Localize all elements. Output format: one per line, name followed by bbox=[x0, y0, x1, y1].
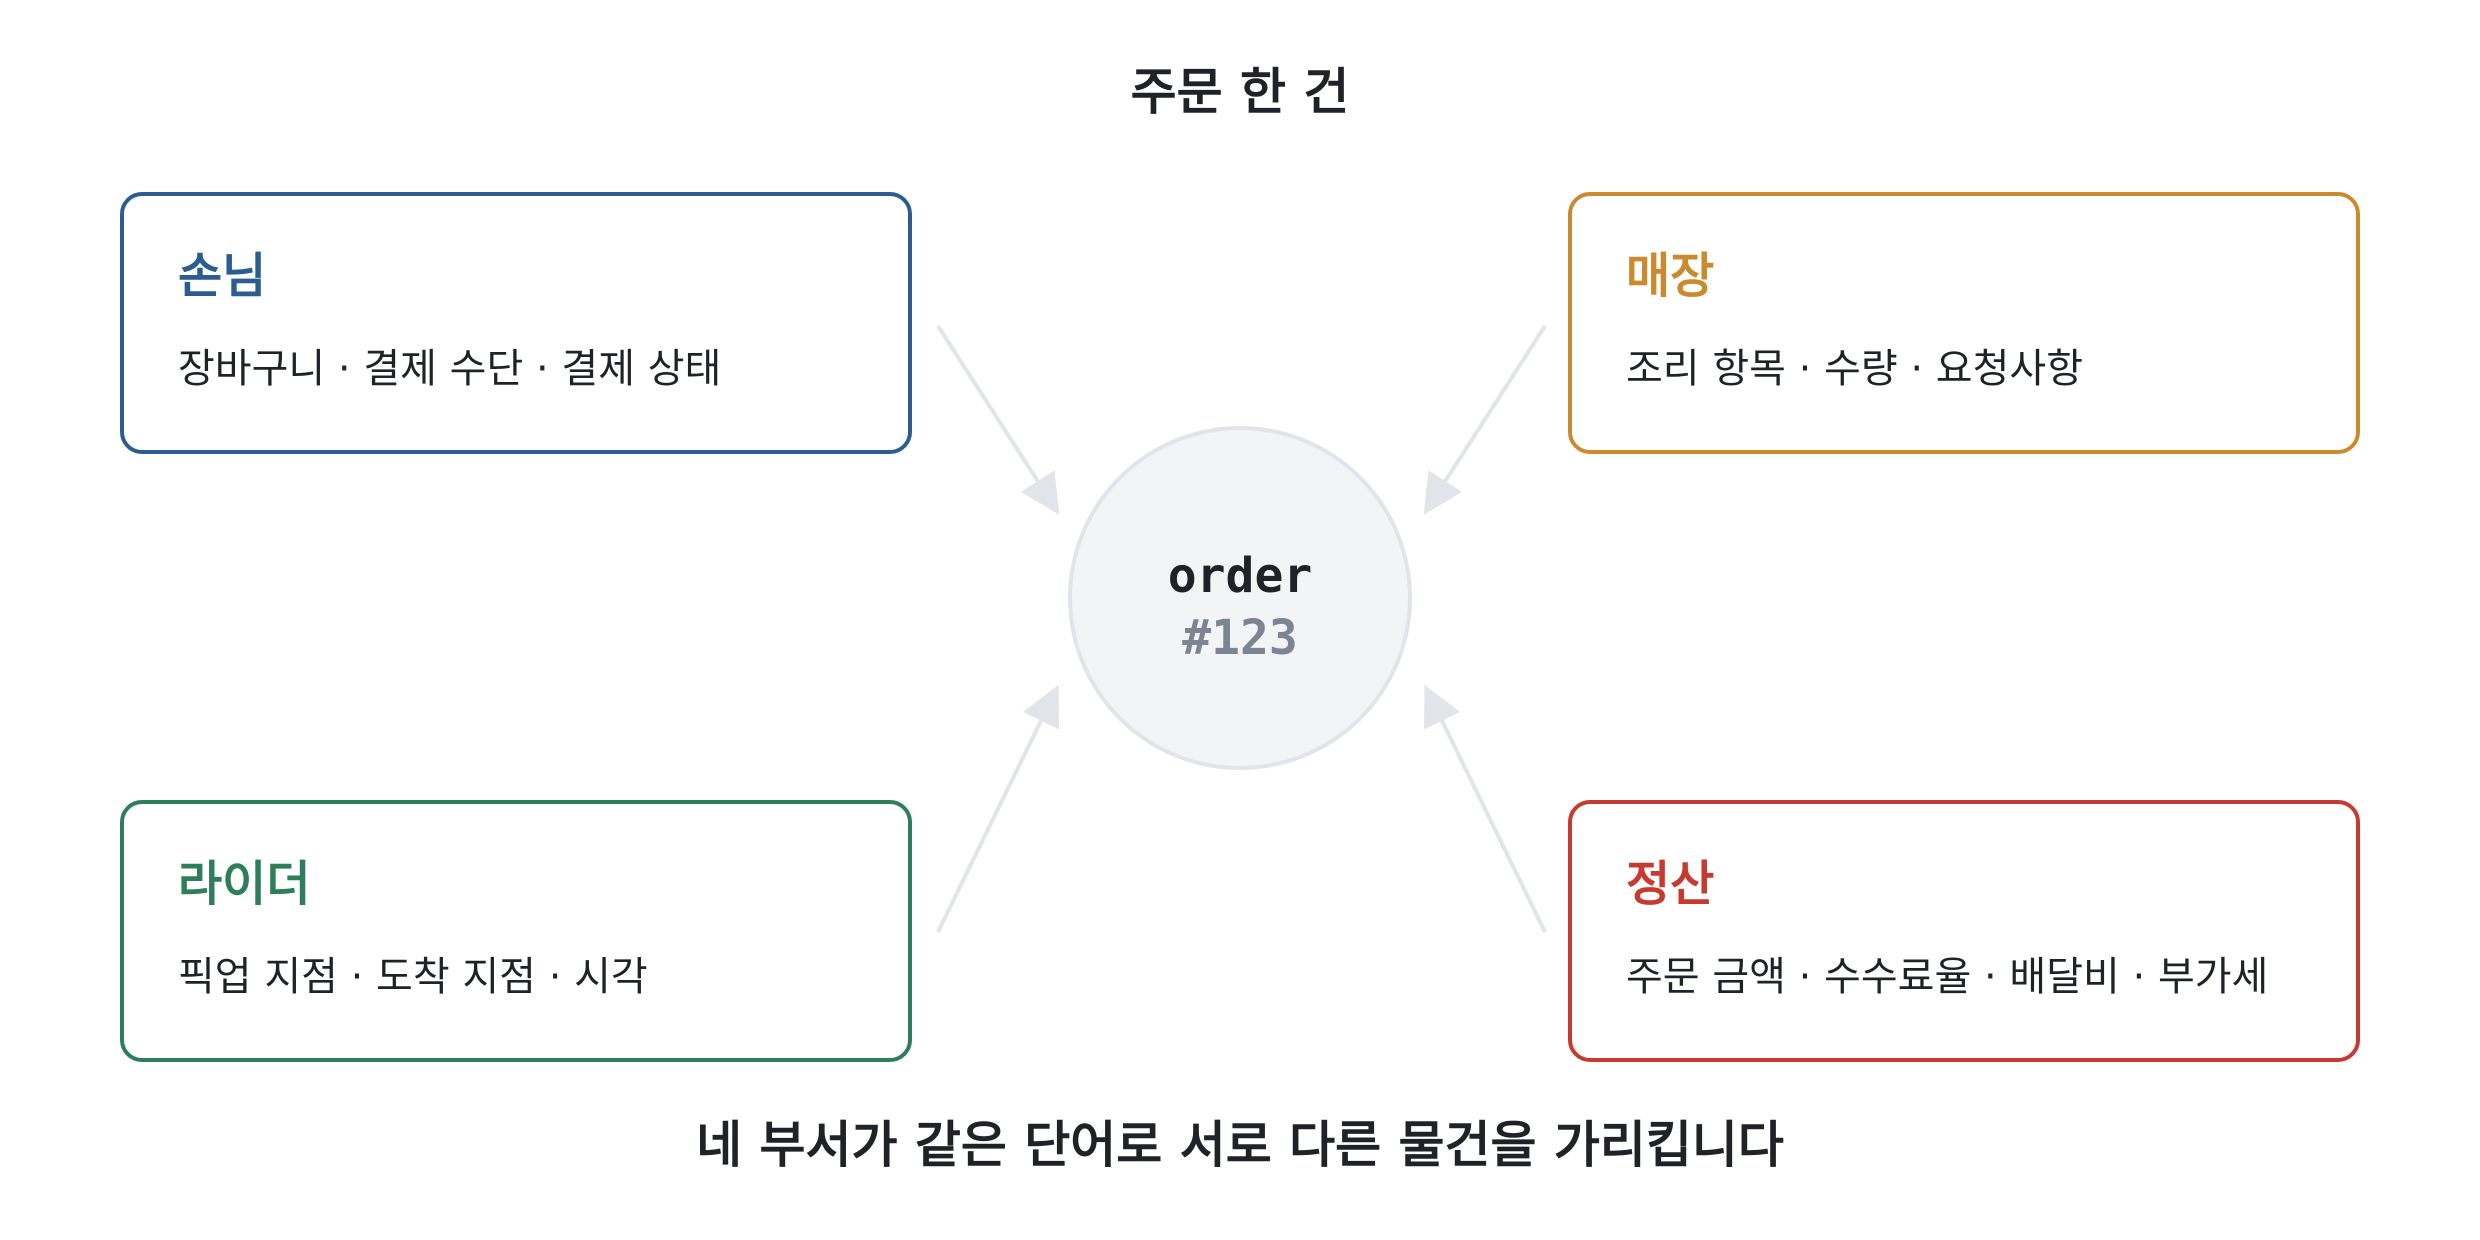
card-rider-fields: 픽업 지점 · 도착 지점 · 시각 bbox=[178, 954, 648, 1000]
card-settlement: 정산 주문 금액 · 수수료율 · 배달비 · 부가세 bbox=[1568, 800, 2360, 1062]
card-rider: 라이더 픽업 지점 · 도착 지점 · 시각 bbox=[120, 800, 912, 1062]
card-rider-title: 라이더 bbox=[178, 856, 311, 912]
card-store-title: 매장 bbox=[1626, 248, 1715, 304]
card-settlement-title: 정산 bbox=[1626, 856, 1715, 912]
diagram-title: 주문 한 건 bbox=[1130, 63, 1350, 121]
arrow-rider-to-order bbox=[936, 684, 1059, 933]
arrow-store-to-order bbox=[1423, 324, 1547, 515]
card-store: 매장 조리 항목 · 수량 · 요청사항 bbox=[1568, 192, 2360, 454]
order-hub: order #123 bbox=[1068, 426, 1412, 770]
card-settlement-fields: 주문 금액 · 수수료율 · 배달비 · 부가세 bbox=[1626, 954, 2269, 1000]
card-customer: 손님 장바구니 · 결제 수단 · 결제 상태 bbox=[120, 192, 912, 454]
diagram-caption: 네 부서가 같은 단어로 서로 다른 물건을 가리킵니다 bbox=[696, 1116, 1784, 1174]
arrow-customer-to-order bbox=[936, 324, 1060, 515]
order-hub-label: order bbox=[1167, 548, 1313, 604]
arrow-settlement-to-order bbox=[1424, 684, 1547, 933]
card-customer-fields: 장바구니 · 결제 수단 · 결제 상태 bbox=[178, 346, 722, 392]
card-store-fields: 조리 항목 · 수량 · 요청사항 bbox=[1626, 346, 2084, 392]
order-hub-number: #123 bbox=[1182, 610, 1298, 666]
card-customer-title: 손님 bbox=[178, 248, 267, 304]
